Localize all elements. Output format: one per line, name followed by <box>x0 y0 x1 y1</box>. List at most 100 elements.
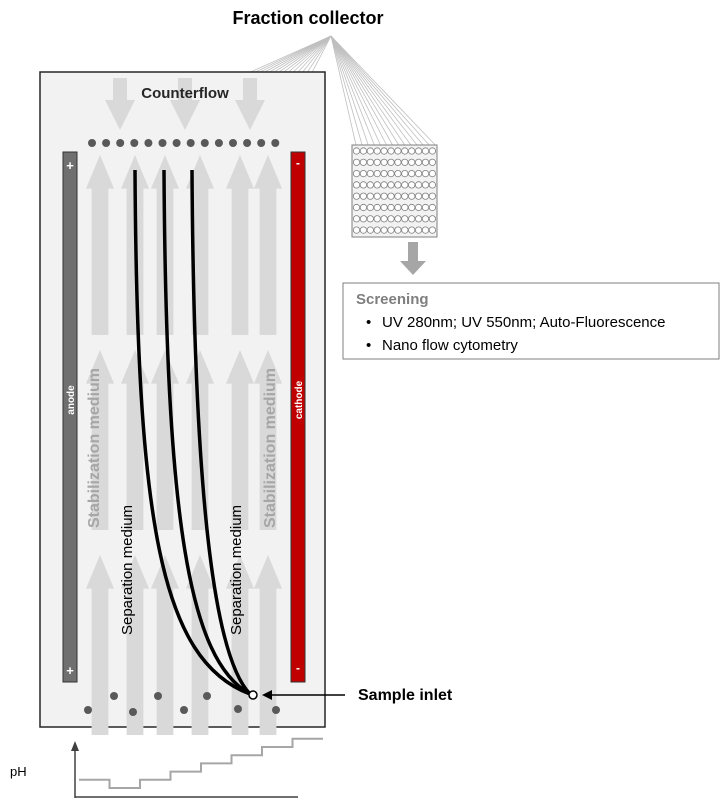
flow-arrow-up-icon <box>86 350 114 530</box>
well <box>373 170 381 178</box>
anode-sign-bottom: + <box>66 663 74 678</box>
well <box>428 147 436 155</box>
well <box>366 158 374 166</box>
well <box>394 170 402 178</box>
trajectory-curve <box>162 169 251 696</box>
counterflow-arrow-down-icon <box>105 78 135 130</box>
well <box>394 226 402 234</box>
well <box>373 181 381 189</box>
well <box>414 203 423 212</box>
microplate-wells <box>352 147 436 234</box>
flow-arrow-up-icon <box>186 555 214 735</box>
well <box>408 203 416 212</box>
well <box>380 170 388 178</box>
well <box>421 203 430 212</box>
well <box>352 170 361 178</box>
microplate <box>351 144 438 238</box>
fraction-outlet-dot <box>186 139 195 147</box>
fraction-outlet-dot <box>102 139 111 147</box>
well <box>380 158 388 166</box>
well <box>401 203 409 212</box>
fraction-collector-title: Fraction collector <box>232 8 383 28</box>
collector-line-to-plate <box>330 35 381 146</box>
well <box>359 215 367 223</box>
well <box>380 147 388 155</box>
fraction-outlet-dot <box>243 139 252 147</box>
flow-arrow-up-icon <box>86 555 114 735</box>
separation-medium-right: Separation medium <box>228 505 245 635</box>
cathode-label: cathode <box>294 380 305 419</box>
well <box>421 192 430 200</box>
down-arrow-icon <box>400 261 426 275</box>
well <box>414 192 423 200</box>
well <box>408 192 416 200</box>
well <box>414 181 423 189</box>
sample-inlet-arrowhead-icon <box>262 690 272 700</box>
well <box>428 226 436 234</box>
well <box>359 158 367 166</box>
well <box>380 226 388 234</box>
well <box>387 215 395 223</box>
stabilization-medium-left: Stabilization medium <box>86 368 103 528</box>
well <box>366 192 374 200</box>
well <box>414 158 423 166</box>
well <box>380 215 388 223</box>
inlet-dot <box>84 706 92 714</box>
collector-line-to-plate <box>330 35 406 146</box>
well <box>366 203 374 212</box>
well <box>373 158 381 166</box>
fraction-outlet-dot <box>200 139 209 147</box>
well <box>387 158 395 166</box>
well <box>428 192 436 200</box>
well <box>394 181 402 189</box>
well <box>421 147 430 155</box>
flow-arrows <box>86 78 282 735</box>
well <box>428 170 436 178</box>
well <box>352 215 361 223</box>
inlet-dot <box>154 692 162 700</box>
well <box>387 147 395 155</box>
well <box>401 170 409 178</box>
fraction-outlet-dot <box>144 139 153 147</box>
collector-line-to-plate <box>330 35 363 146</box>
well <box>359 170 367 178</box>
well <box>394 147 402 155</box>
screening-box <box>342 282 720 360</box>
flow-arrow-up-icon <box>254 555 282 735</box>
collector-line-to-plate <box>330 35 357 146</box>
well <box>421 181 430 189</box>
well <box>366 215 374 223</box>
ph-axis-arrow-icon <box>71 741 79 751</box>
fraction-outlet-dot <box>88 139 96 147</box>
flow-arrow-up-icon <box>226 155 254 335</box>
screening-item-2: Nano flow cytometry <box>382 337 518 354</box>
collector-line-to-plate <box>330 35 424 146</box>
sample-inlet-port <box>248 690 258 700</box>
well <box>352 181 361 189</box>
well <box>421 170 430 178</box>
well <box>408 226 416 234</box>
well <box>373 226 381 234</box>
anode-sign-top: + <box>66 158 74 173</box>
well <box>401 158 409 166</box>
well <box>352 158 361 166</box>
well <box>352 226 361 234</box>
well <box>394 215 402 223</box>
inlet-dot <box>272 706 280 714</box>
well <box>428 158 436 166</box>
collector-line-to-plate <box>330 35 369 146</box>
well <box>394 192 402 200</box>
well <box>401 215 409 223</box>
sample-inlet-label: Sample inlet <box>358 687 453 704</box>
inlet-dot <box>180 706 188 714</box>
screening-bullet-2: • <box>366 337 371 354</box>
well <box>373 203 381 212</box>
fraction-outlet-dot <box>257 139 266 147</box>
anode-electrode <box>62 151 78 683</box>
well <box>387 181 395 189</box>
well <box>387 170 395 178</box>
stabilization-medium-right: Stabilization medium <box>262 368 279 528</box>
well <box>401 192 409 200</box>
collector-line-to-plate <box>330 35 400 146</box>
